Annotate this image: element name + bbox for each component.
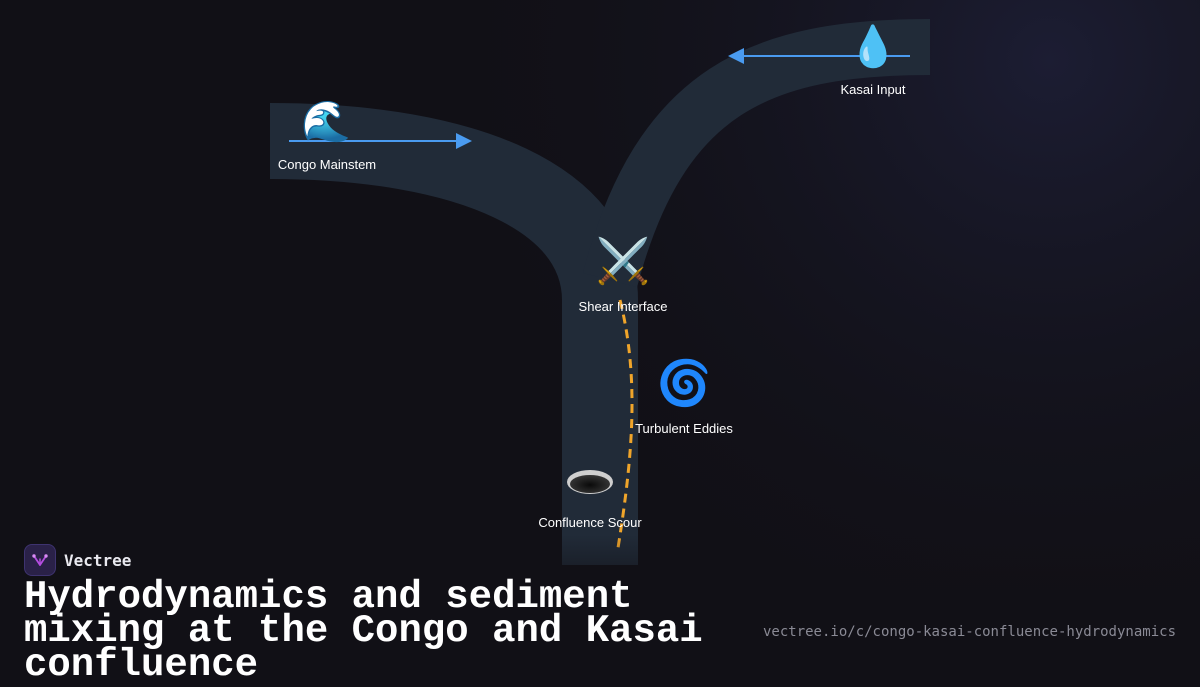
kasai-channel [582,19,931,288]
node-eddies: 🌀 Turbulent Eddies [635,356,733,436]
kasai-label: Kasai Input [840,82,905,97]
node-kasai: 💧 Kasai Input [840,23,905,97]
shear-line [616,299,634,549]
vectree-logo-icon [24,544,56,576]
crossed-swords-icon: ⚔️ [596,236,651,287]
shear-label: Shear Interface [579,299,668,314]
brand: Vectree [24,544,131,576]
node-congo: 🌊 Congo Mainstem [278,98,376,172]
brand-name: Vectree [64,550,132,570]
node-scour: Confluence Scour [538,470,642,530]
river-channels [269,19,931,565]
node-shear: ⚔️ Shear Interface [579,236,668,314]
page-title: Hydrodynamics and sediment mixing at the… [24,575,703,687]
source-url[interactable]: vectree.io/c/congo-kasai-confluence-hydr… [762,624,1176,640]
congo-label: Congo Mainstem [278,157,376,172]
cyclone-icon: 🌀 [657,356,712,409]
scour-label: Confluence Scour [538,515,642,530]
bottom-shade [0,535,1200,675]
wave-icon: 🌊 [301,98,351,145]
droplet-icon: 💧 [848,23,898,70]
eddies-label: Turbulent Eddies [635,421,733,436]
hole-icon [567,470,613,494]
